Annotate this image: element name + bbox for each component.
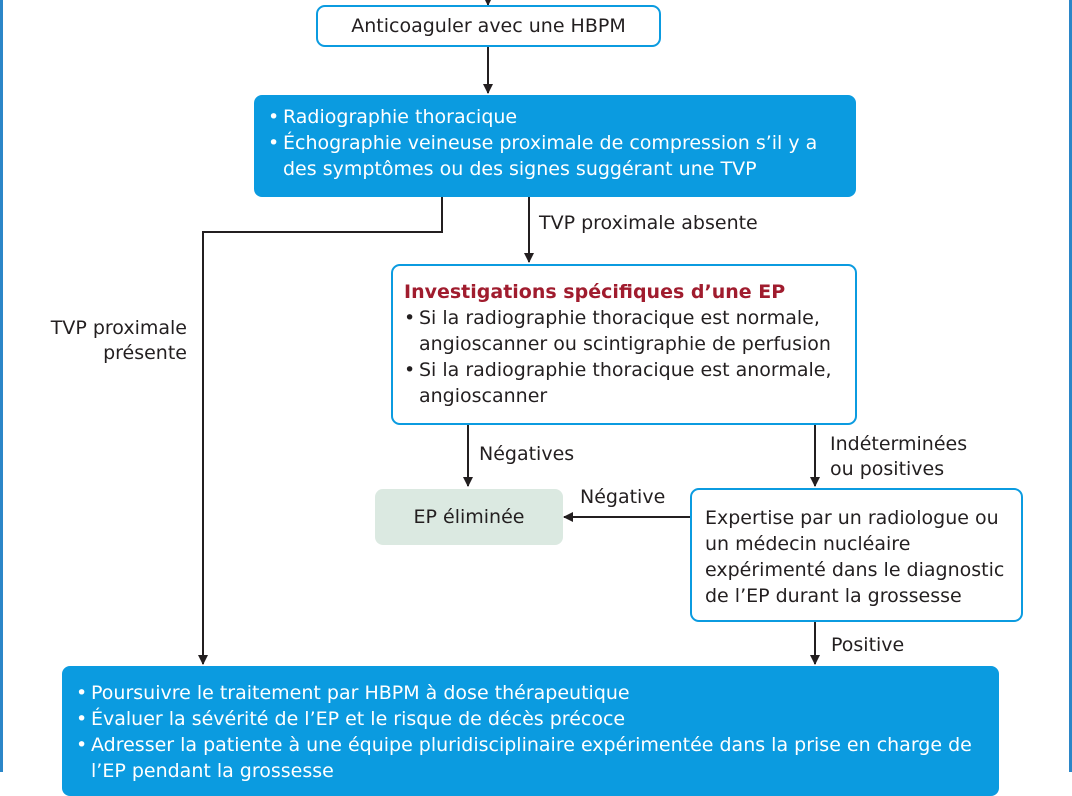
label-indeterminate: Indéterminées ou positives xyxy=(830,432,967,482)
investigations-title: Investigations spécifiques d’une EP xyxy=(404,281,786,303)
list-item: Si la radiographie thoracique est anorma… xyxy=(404,357,845,409)
label-positive: Positive xyxy=(831,634,905,656)
arrow-tvp-present xyxy=(198,197,443,665)
list-item: Évaluer la sévérité de l’EP et le risque… xyxy=(76,706,987,732)
label-tvp-present: TVP proximale présente xyxy=(30,316,187,366)
expertise-box: Expertise par un radiologue ou un médeci… xyxy=(690,488,1023,622)
list-item: Radiographie thoracique xyxy=(268,104,846,130)
list-item: Adresser la patiente à une équipe plurid… xyxy=(76,732,987,784)
treatment-list: Poursuivre le traitement par HBPM à dose… xyxy=(76,680,987,784)
treatment-box: Poursuivre le traitement par HBPM à dose… xyxy=(62,666,999,796)
label-tvp-present-line1: TVP proximale xyxy=(50,317,187,339)
label-indeterminate-line2: ou positives xyxy=(830,458,945,480)
label-negative: Négative xyxy=(580,486,666,508)
list-item: Si la radiographie thoracique est normal… xyxy=(404,305,845,357)
imaging-box: Radiographie thoracique Échographie vein… xyxy=(254,95,856,197)
diagram-frame xyxy=(0,0,1072,772)
list-item: Poursuivre le traitement par HBPM à dose… xyxy=(76,680,987,706)
label-tvp-absent: TVP proximale absente xyxy=(539,212,758,234)
label-indeterminate-line1: Indéterminées xyxy=(830,433,968,455)
anticoagulate-box: Anticoaguler avec une HBPM xyxy=(316,5,661,47)
pe-excluded-text: EP éliminée xyxy=(413,506,525,528)
investigations-box: Investigations spécifiques d’une EP Si l… xyxy=(391,264,857,425)
label-negatives: Négatives xyxy=(479,443,575,465)
pe-excluded-box: EP éliminée xyxy=(375,489,563,545)
investigations-list: Si la radiographie thoracique est normal… xyxy=(404,305,845,409)
imaging-list: Radiographie thoracique Échographie vein… xyxy=(268,104,846,182)
label-tvp-present-line2: présente xyxy=(103,342,187,364)
connectors xyxy=(198,0,820,665)
list-item: Échographie veineuse proximale de compre… xyxy=(268,130,846,182)
expertise-text: Expertise par un radiologue ou un médeci… xyxy=(705,507,1005,607)
anticoagulate-text: Anticoaguler avec une HBPM xyxy=(351,15,626,37)
